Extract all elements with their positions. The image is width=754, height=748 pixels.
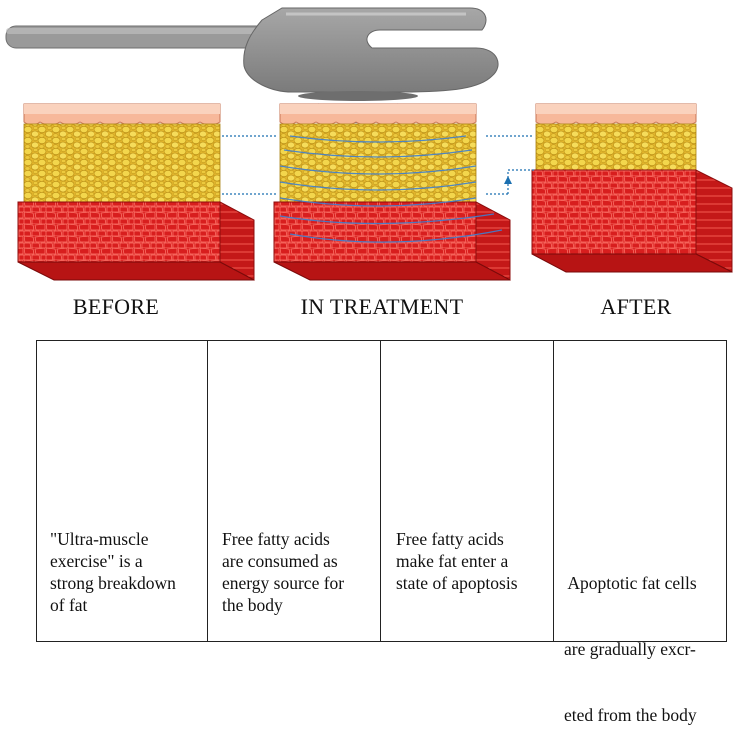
panel-caption: Free fatty acids are consumed as energy … [222,528,344,616]
stage-label-in-treatment: IN TREATMENT [300,294,464,319]
caption-line: energy source for [222,573,345,593]
panel-box [207,340,381,642]
stage-label-before: BEFORE [72,294,160,319]
tissue-block-icon [273,103,511,281]
panel-box [553,340,727,642]
tissue-block-icon [531,103,733,273]
caption-line: strong breakdown [50,573,176,593]
panel-caption: Free fatty acids make fat enter a state … [396,528,518,594]
caption-line: Apoptotic fat cells [564,573,697,593]
caption-line: state of apoptosis [396,573,518,593]
tissue-block-icon [17,103,255,281]
caption-line: the body [222,595,283,615]
caption-line: are gradually excr- [564,639,696,659]
caption-line: Free fatty acids [396,529,504,549]
panel-box [380,340,554,642]
handpiece-icon [5,7,499,101]
panel-caption: Apoptotic fat cells are gradually excr- … [564,528,697,748]
caption-line: eted from the body [564,705,697,725]
caption-line: "Ultra-muscle [50,529,149,549]
caption-line: make fat enter a [396,551,509,571]
caption-line: Free fatty acids [222,529,330,549]
caption-line: of fat [50,595,88,615]
up-arrow-icon [504,176,512,184]
caption-line: exercise" is a [50,551,143,571]
caption-line: are consumed as [222,551,338,571]
stage-label-after: AFTER [600,294,672,319]
panel-caption: "Ultra-muscle exercise" is a strong brea… [50,528,176,616]
